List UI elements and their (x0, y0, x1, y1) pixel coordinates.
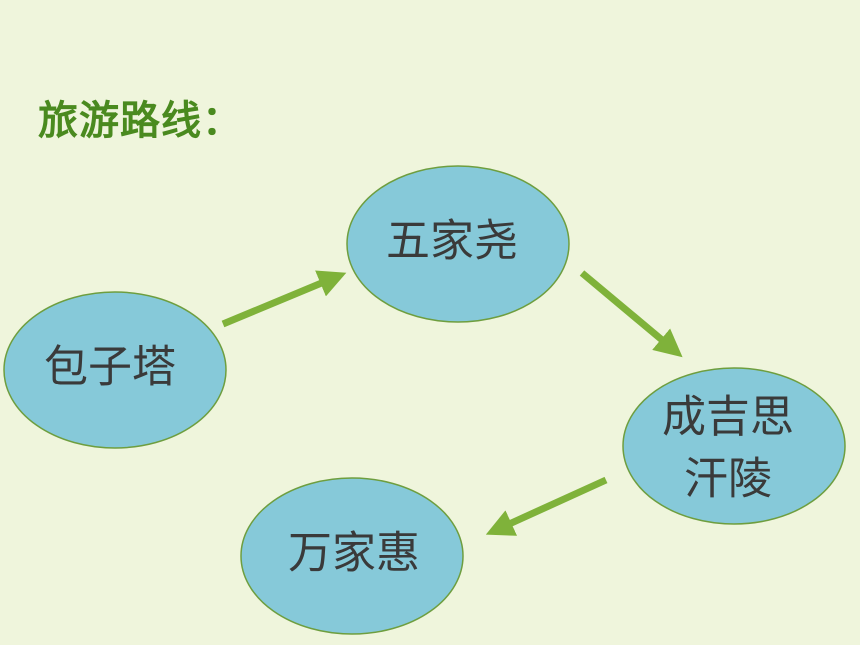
node-chengjisihan-label-line-2: 汗陵 (684, 454, 772, 505)
arrow-chengjisihan-to-wanjiahui (485, 476, 608, 536)
node-chengjisihan: 成吉思 汗陵 (622, 367, 846, 525)
arrow-baozita-to-wujiayao (221, 270, 347, 328)
node-wujiayao: 五家尧 (346, 165, 570, 323)
arrow-wujiayao-to-chengjisihan (579, 270, 683, 358)
node-baozita-label: 包子塔 (44, 342, 176, 393)
node-baozita: 包子塔 (3, 291, 227, 449)
node-chengjisihan-label-line-1: 成吉思 (662, 392, 794, 443)
node-wanjiahui-label: 万家惠 (288, 528, 420, 579)
node-wanjiahui: 万家惠 (240, 477, 464, 635)
page-title: 旅游路线： (38, 98, 243, 144)
node-wujiayao-label: 五家尧 (386, 216, 518, 267)
